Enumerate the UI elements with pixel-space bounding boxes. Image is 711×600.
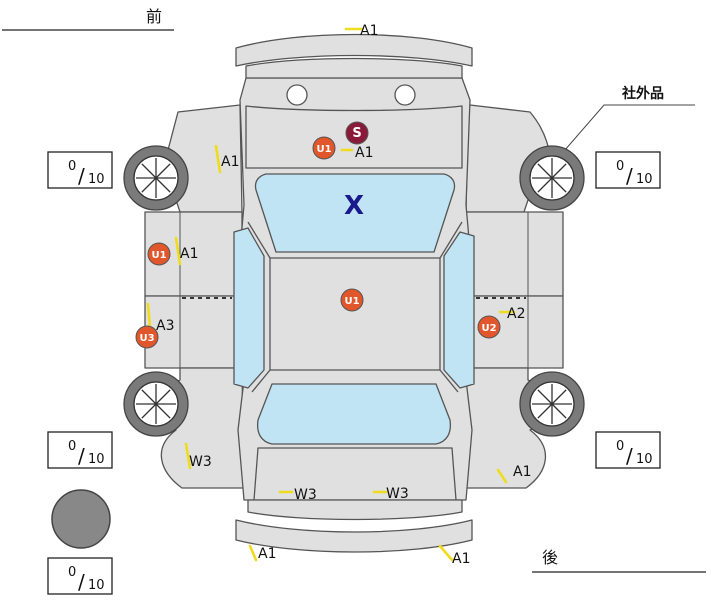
roof xyxy=(269,257,441,371)
damage-code: A1 xyxy=(258,546,276,562)
score-value: 0 xyxy=(616,439,624,454)
rear-heading: 後 xyxy=(542,548,558,567)
front-right-wheel xyxy=(519,145,585,211)
front-bumper xyxy=(235,33,473,67)
score-slash: / xyxy=(78,164,85,188)
paint-swatch xyxy=(51,489,111,549)
svg-text:S: S xyxy=(352,126,361,141)
damage-badge-u2: U2 xyxy=(477,315,501,339)
damage-code: A1 xyxy=(355,145,373,161)
damage-code: W3 xyxy=(294,487,317,503)
left-headlight xyxy=(286,84,308,106)
score-slash: / xyxy=(78,444,85,468)
score-slash: / xyxy=(626,164,633,188)
c-pillar-left xyxy=(251,369,271,393)
score-value: 0 xyxy=(68,159,76,174)
score-max: 10 xyxy=(88,578,105,593)
damage-code: A1 xyxy=(452,551,470,567)
score-value: 0 xyxy=(68,565,76,580)
car-body xyxy=(144,104,564,489)
damage-code: A1 xyxy=(221,154,239,170)
score-slash: / xyxy=(78,570,85,594)
rear-left-wheel xyxy=(123,371,189,437)
front-heading: 前 xyxy=(146,7,162,26)
score-box: 0/10 xyxy=(595,431,661,469)
damage-leader-line xyxy=(248,544,258,562)
damage-leader-line xyxy=(174,236,182,266)
x-mark: X xyxy=(344,191,364,221)
damage-code: A1 xyxy=(180,246,198,262)
damage-code: A3 xyxy=(156,318,174,334)
aftermarket-leader-line xyxy=(557,104,695,159)
svg-text:U1: U1 xyxy=(344,296,359,307)
damage-leader-line xyxy=(184,442,192,470)
damage-leader-line xyxy=(214,144,222,174)
damage-leader-line xyxy=(438,544,454,562)
score-max: 10 xyxy=(636,452,653,467)
left-side-window xyxy=(233,227,265,389)
score-box: 0/10 xyxy=(47,557,113,595)
score-box: 0/10 xyxy=(595,151,661,189)
score-max: 10 xyxy=(636,172,653,187)
rear-right-wheel xyxy=(519,371,585,437)
score-max: 10 xyxy=(88,452,105,467)
damage-leader-line xyxy=(146,302,152,330)
score-value: 0 xyxy=(68,439,76,454)
a-pillar-left xyxy=(247,221,271,259)
aftermarket-label: 社外品 xyxy=(621,85,664,102)
score-value: 0 xyxy=(616,159,624,174)
right-headlight xyxy=(394,84,416,106)
damage-badge-u1: U1 xyxy=(340,288,364,312)
front-left-wheel xyxy=(123,145,189,211)
damage-leader-line xyxy=(496,468,508,484)
damage-code: A1 xyxy=(360,23,378,39)
damage-badge-u3: U3 xyxy=(135,325,159,349)
damage-code: W3 xyxy=(386,486,409,502)
score-max: 10 xyxy=(88,172,105,187)
damage-code: A2 xyxy=(507,306,525,322)
svg-text:U3: U3 xyxy=(139,333,154,344)
svg-text:U1: U1 xyxy=(151,250,166,261)
rear-bumper-inner xyxy=(247,499,463,521)
svg-text:U2: U2 xyxy=(481,323,496,334)
svg-text:U1: U1 xyxy=(316,144,331,155)
windshield xyxy=(254,173,456,253)
score-box: 0/10 xyxy=(47,151,113,189)
damage-code: A1 xyxy=(513,464,531,480)
damage-badge-u1: U1 xyxy=(147,242,171,266)
rear-window xyxy=(256,383,452,445)
right-front-door xyxy=(465,211,564,297)
damage-code: W3 xyxy=(189,454,212,470)
score-slash: / xyxy=(626,444,633,468)
left-rear-door xyxy=(144,295,243,369)
score-box: 0/10 xyxy=(47,431,113,469)
right-side-window xyxy=(443,231,475,389)
front-grille xyxy=(245,57,463,79)
a-pillar-right xyxy=(439,221,463,259)
c-pillar-right xyxy=(439,369,459,393)
damage-badge-s: S xyxy=(345,121,369,145)
damage-badge-u1: U1 xyxy=(312,136,336,160)
rear-bumper xyxy=(235,519,473,553)
